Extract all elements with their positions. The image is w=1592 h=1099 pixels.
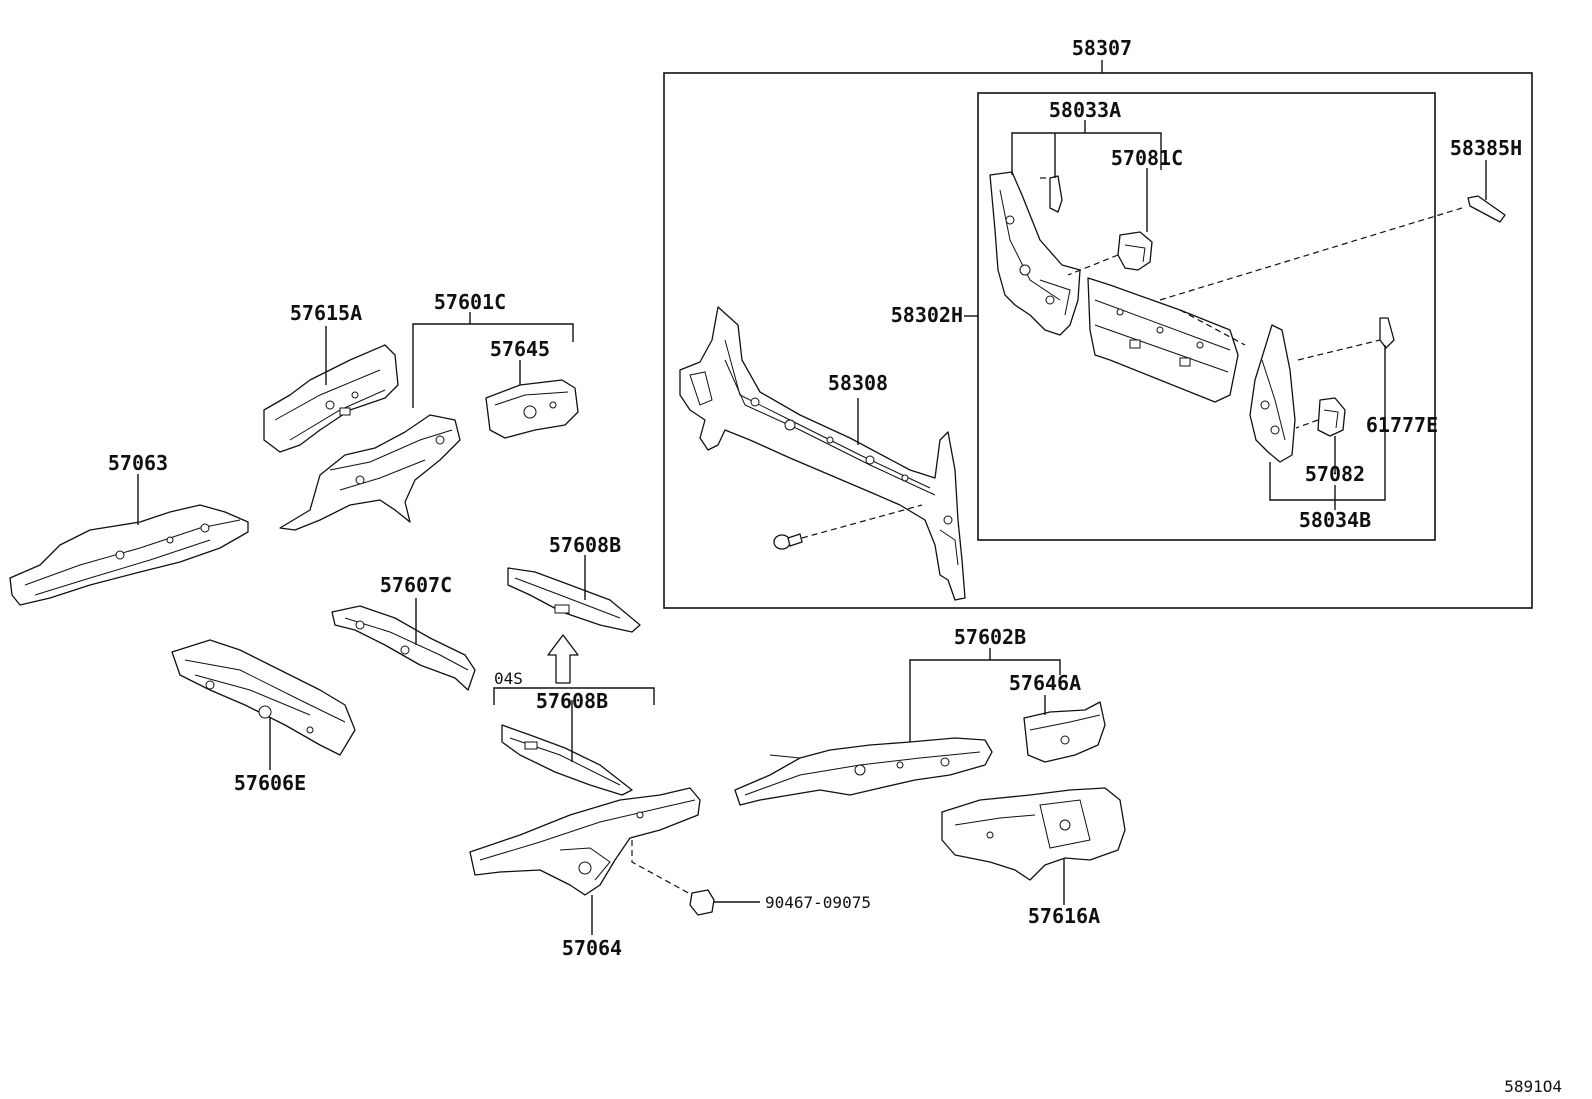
label-58302H: 58302H bbox=[891, 303, 963, 327]
dash-57082 bbox=[1295, 419, 1319, 429]
part-57608B-upper bbox=[507, 567, 641, 633]
label-58033A: 58033A bbox=[1049, 98, 1121, 122]
label-57608B-lower: 57608B bbox=[536, 689, 608, 713]
part-57608B-lower bbox=[501, 724, 633, 796]
label-04S: 04S bbox=[494, 669, 523, 688]
figure-code: 5891O4 bbox=[1504, 1077, 1562, 1096]
part-small-clip-right bbox=[1379, 317, 1395, 349]
label-57602B: 57602B bbox=[954, 625, 1026, 649]
part-57606E bbox=[171, 639, 356, 756]
assembly-box-58307 bbox=[663, 72, 1533, 609]
dash-clip-right bbox=[1297, 339, 1381, 361]
label-57601C: 57601C bbox=[434, 290, 506, 314]
label-57607C: 57607C bbox=[380, 573, 452, 597]
label-58385H: 58385H bbox=[1450, 136, 1522, 160]
label-58307: 58307 bbox=[1072, 36, 1132, 60]
part-57602B bbox=[734, 737, 993, 806]
arrow-up-icon bbox=[547, 634, 579, 684]
label-58034B: 58034B bbox=[1299, 508, 1371, 532]
bracket-58033A bbox=[1011, 132, 1162, 175]
part-small-clip bbox=[1049, 175, 1063, 213]
bracket-58034B bbox=[1269, 345, 1386, 501]
label-57646A: 57646A bbox=[1009, 671, 1081, 695]
dash-90467 bbox=[631, 840, 693, 896]
part-57646A bbox=[1023, 701, 1106, 763]
bracket-04S bbox=[493, 687, 655, 705]
bolt-fastener bbox=[773, 533, 803, 550]
dash-58385H bbox=[1159, 207, 1463, 301]
part-center-panel bbox=[1087, 277, 1239, 403]
part-58385H-strip bbox=[1467, 195, 1506, 223]
label-57608B-upper: 57608B bbox=[549, 533, 621, 557]
part-57081C-bracket bbox=[1117, 231, 1153, 271]
dash-bolt-58308 bbox=[801, 504, 923, 539]
part-57082-bracket bbox=[1317, 397, 1346, 437]
part-side-bracket-left bbox=[989, 171, 1081, 336]
part-57064 bbox=[469, 787, 701, 896]
label-57606E: 57606E bbox=[234, 771, 306, 795]
part-57607C bbox=[331, 605, 476, 691]
part-57063 bbox=[9, 504, 249, 606]
bracket-57601C bbox=[412, 323, 574, 408]
label-90467-09075: 90467-09075 bbox=[765, 893, 871, 912]
part-90467-clip bbox=[689, 889, 715, 916]
label-57064: 57064 bbox=[562, 936, 622, 960]
label-57615A: 57615A bbox=[290, 301, 362, 325]
dash-57081C bbox=[1067, 254, 1119, 276]
label-58308: 58308 bbox=[828, 371, 888, 395]
part-57601C bbox=[279, 414, 461, 531]
label-57616A: 57616A bbox=[1028, 904, 1100, 928]
label-57645: 57645 bbox=[490, 337, 550, 361]
part-side-bracket-right bbox=[1249, 324, 1296, 463]
bracket-57602B bbox=[909, 659, 1061, 742]
label-61777E: 61777E bbox=[1366, 413, 1438, 437]
label-57063: 57063 bbox=[108, 451, 168, 475]
part-57645 bbox=[485, 379, 579, 439]
part-58308-radiator-support bbox=[679, 306, 966, 601]
label-57082: 57082 bbox=[1305, 462, 1365, 486]
dash-center-panel bbox=[1179, 309, 1246, 346]
part-57615A bbox=[263, 344, 399, 453]
part-57616A bbox=[941, 787, 1126, 881]
label-57081C: 57081C bbox=[1111, 146, 1183, 170]
